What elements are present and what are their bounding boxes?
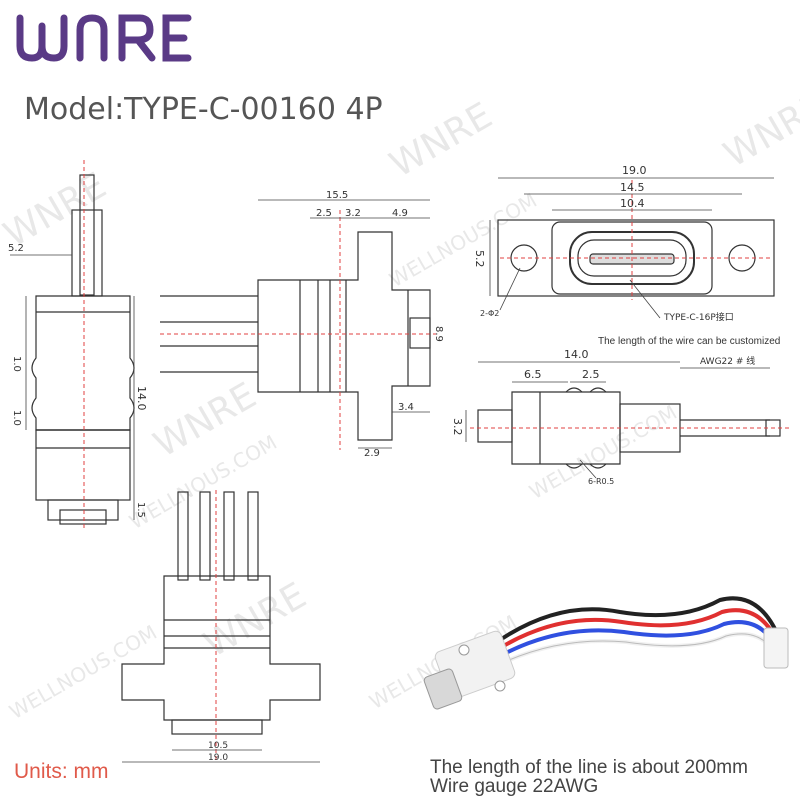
dim-front-2-9: 2.9 — [364, 448, 380, 459]
units-label: Units: mm — [14, 760, 109, 783]
dim-bottom-19-0: 19.0 — [208, 753, 228, 763]
side-tip — [47, 499, 119, 521]
dim-bottom-10-5: 10.5 — [208, 741, 228, 751]
dim-front-3-4: 3.4 — [398, 402, 414, 413]
dim-side-1-5: 1.5 — [135, 502, 146, 518]
dim-front-8-9: 8.9 — [433, 326, 444, 342]
line-length-note: The length of the line is about 200mm — [430, 757, 748, 778]
dim-front-4-9: 4.9 — [392, 208, 408, 219]
dim-side-14-0: 14.0 — [135, 386, 148, 411]
port-label: TYPE-C-16P接口 — [663, 311, 734, 323]
dim-plug-r05: 6-R0.5 — [588, 477, 614, 486]
side-wire — [79, 174, 95, 296]
dim-panel-holes: 2-Φ2 — [480, 309, 499, 318]
brand-logo — [12, 6, 192, 66]
plug-body — [511, 391, 621, 465]
dim-side-1-0b: 1.0 — [11, 410, 22, 426]
side-body — [31, 295, 135, 431]
dim-panel-10-4: 10.4 — [620, 197, 645, 210]
panel-outline — [497, 219, 775, 297]
dim-side-1-0a: 1.0 — [11, 356, 22, 372]
side-port — [59, 509, 107, 525]
dim-plug-3-2: 3.2 — [451, 418, 464, 436]
dim-front-3-2: 3.2 — [345, 208, 361, 219]
side-lower-body — [35, 429, 131, 501]
side-wire-sleeve — [71, 209, 103, 297]
dim-side-5-2: 5.2 — [8, 243, 24, 254]
product-photo — [423, 596, 789, 710]
dim-panel-19-0: 19.0 — [622, 164, 647, 177]
model-title: Model:TYPE-C-00160 4P — [24, 92, 383, 127]
wire-gauge-note: Wire gauge 22AWG — [430, 776, 599, 797]
dim-front-15-5: 15.5 — [326, 190, 348, 201]
dim-panel-14-5: 14.5 — [620, 181, 645, 194]
dim-panel-5-2: 5.2 — [473, 250, 486, 268]
plug-tip — [477, 409, 513, 443]
dim-plug-14-0: 14.0 — [564, 348, 589, 361]
dim-front-2-5: 2.5 — [316, 208, 332, 219]
wire-custom-note: The length of the wire can be customized — [598, 336, 781, 347]
bottom-body — [121, 575, 321, 721]
dim-plug-2-5: 2.5 — [582, 368, 600, 381]
wnre-logo-icon — [16, 14, 192, 62]
wire-awg-label: AWG22 # 线 — [700, 355, 755, 367]
dim-plug-6-5: 6.5 — [524, 368, 542, 381]
